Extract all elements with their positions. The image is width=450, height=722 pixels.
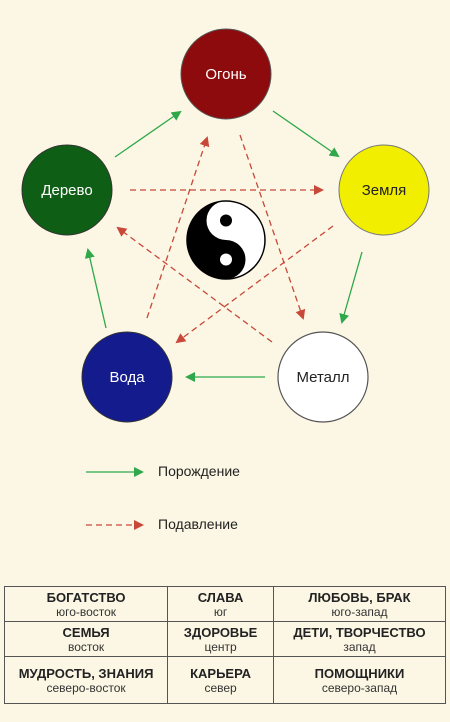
legend-generation-label: Порождение — [158, 463, 240, 479]
arrow-water-wood — [84, 248, 107, 329]
five-elements-diagram: Огонь Земля Металл Вода Дерево — [21, 28, 430, 530]
cell-title: СЛАВА — [197, 589, 244, 605]
cell-direction: северо-восток — [46, 680, 126, 695]
cell-direction: север — [204, 680, 237, 695]
arrow-metal-wood — [116, 226, 273, 343]
arrow-wood-fire — [114, 110, 182, 158]
element-earth: Земля — [338, 144, 430, 236]
element-fire: Огонь — [180, 28, 272, 120]
cell-direction: запад — [343, 639, 376, 654]
element-fire-label: Огонь — [205, 66, 246, 83]
element-water-label: Вода — [109, 369, 145, 386]
cell-title: БОГАТСТВО — [46, 589, 126, 605]
element-earth-label: Земля — [362, 182, 407, 199]
arrow-water-fire — [146, 136, 210, 319]
cell-direction: северо-запад — [321, 680, 398, 695]
yin-yang-icon — [186, 200, 266, 280]
cell-direction: юго-восток — [56, 604, 117, 619]
legend-suppression-label: Подавление — [158, 516, 238, 532]
arrow-fire-earth — [272, 110, 340, 158]
generation-arrows — [84, 110, 363, 382]
suppression-arrows — [116, 134, 334, 344]
cell-title: ПОМОЩНИКИ — [314, 665, 405, 681]
cell-direction: восток — [67, 639, 105, 654]
cell-title: СЕМЬЯ — [62, 624, 110, 640]
cell-direction: юго-запад — [331, 604, 388, 619]
element-metal: Металл — [277, 331, 369, 423]
arrow-fire-metal — [239, 134, 306, 320]
cell-title: МУДРОСТЬ, ЗНАНИЯ — [18, 665, 154, 681]
cell-direction: центр — [204, 639, 237, 654]
cell-title: ДЕТИ, ТВОРЧЕСТВО — [293, 624, 426, 640]
element-water: Вода — [81, 331, 173, 423]
arrow-earth-metal — [339, 251, 363, 324]
cell-title: ЛЮБОВЬ, БРАК — [308, 589, 411, 605]
cell-title: КАРЬЕРА — [190, 665, 252, 681]
cell-direction: юг — [213, 604, 228, 619]
cell-title: ЗДОРОВЬЕ — [183, 624, 258, 640]
arrow-earth-water — [175, 225, 334, 344]
element-metal-label: Металл — [296, 369, 349, 386]
element-wood: Дерево — [21, 144, 113, 236]
element-wood-label: Дерево — [41, 182, 92, 199]
